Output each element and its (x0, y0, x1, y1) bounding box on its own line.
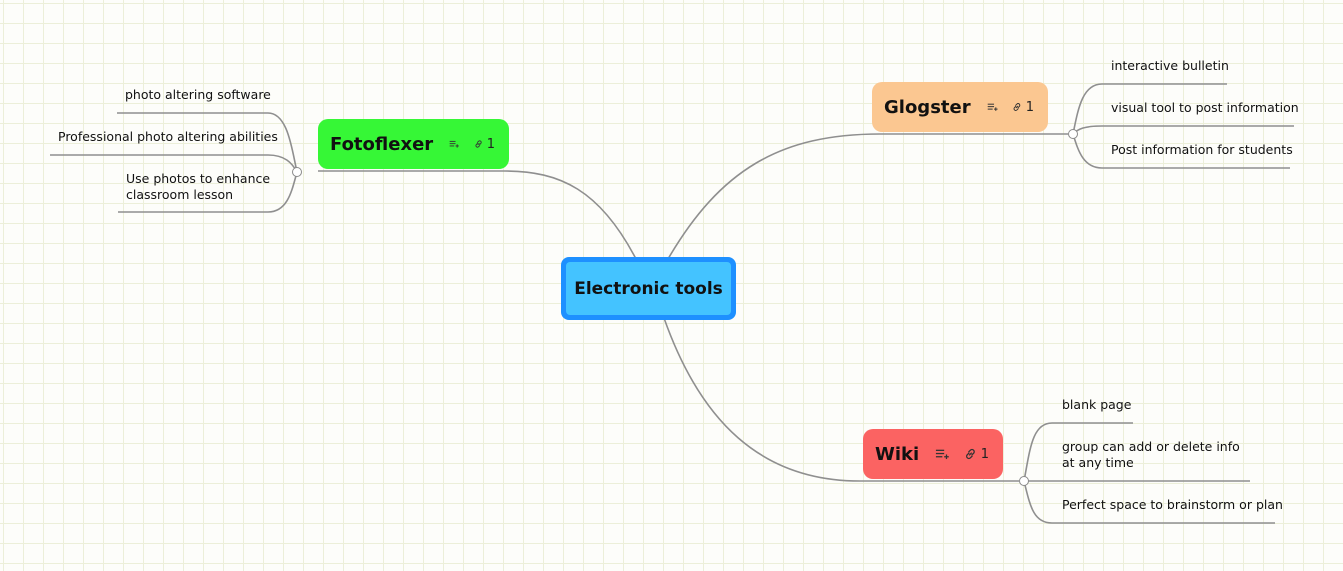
link-icon[interactable] (964, 447, 977, 461)
connector-central-glogster (667, 133, 1068, 260)
subtopic[interactable]: group can add or delete info at any time (1062, 439, 1240, 470)
connector-central-fotoflexer (318, 170, 637, 260)
collapse-toggle-fotoflexer[interactable] (292, 167, 302, 177)
subtopic[interactable]: blank page (1062, 397, 1132, 412)
link-count: 1 (980, 446, 989, 462)
topic-wiki[interactable]: Wiki 1 (863, 429, 1003, 479)
subtopic[interactable]: photo altering software (125, 87, 271, 102)
subtopic[interactable]: Professional photo altering abilities (58, 129, 278, 144)
topic-glogster-label: Glogster (884, 96, 971, 118)
topic-wiki-label: Wiki (875, 443, 920, 465)
subtopic[interactable]: Post information for students (1111, 142, 1293, 157)
connector-sub (1072, 125, 1294, 135)
collapse-toggle-wiki[interactable] (1019, 476, 1029, 486)
notes-icon[interactable] (987, 100, 998, 114)
subtopic[interactable]: Use photos to enhance classroom lesson (126, 171, 271, 202)
link-count: 1 (486, 136, 495, 152)
topic-fotoflexer-label: Fotoflexer (330, 133, 434, 155)
link-icon[interactable] (474, 137, 483, 151)
subtopic[interactable]: Perfect space to brainstorm or plan (1062, 497, 1283, 512)
collapse-toggle-glogster[interactable] (1068, 129, 1078, 139)
connector-sub (50, 154, 298, 173)
topic-fotoflexer[interactable]: Fotoflexer 1 (318, 119, 509, 169)
central-topic-label: Electronic tools (566, 262, 731, 315)
notes-icon[interactable] (449, 137, 459, 151)
topic-glogster[interactable]: Glogster 1 (872, 82, 1048, 132)
subtopic[interactable]: interactive bulletin (1111, 58, 1229, 73)
central-topic[interactable]: Electronic tools (561, 257, 736, 320)
notes-icon[interactable] (935, 447, 950, 461)
subtopic[interactable]: visual tool to post information (1111, 100, 1299, 115)
link-count: 1 (1025, 99, 1034, 115)
link-icon[interactable] (1012, 100, 1022, 114)
